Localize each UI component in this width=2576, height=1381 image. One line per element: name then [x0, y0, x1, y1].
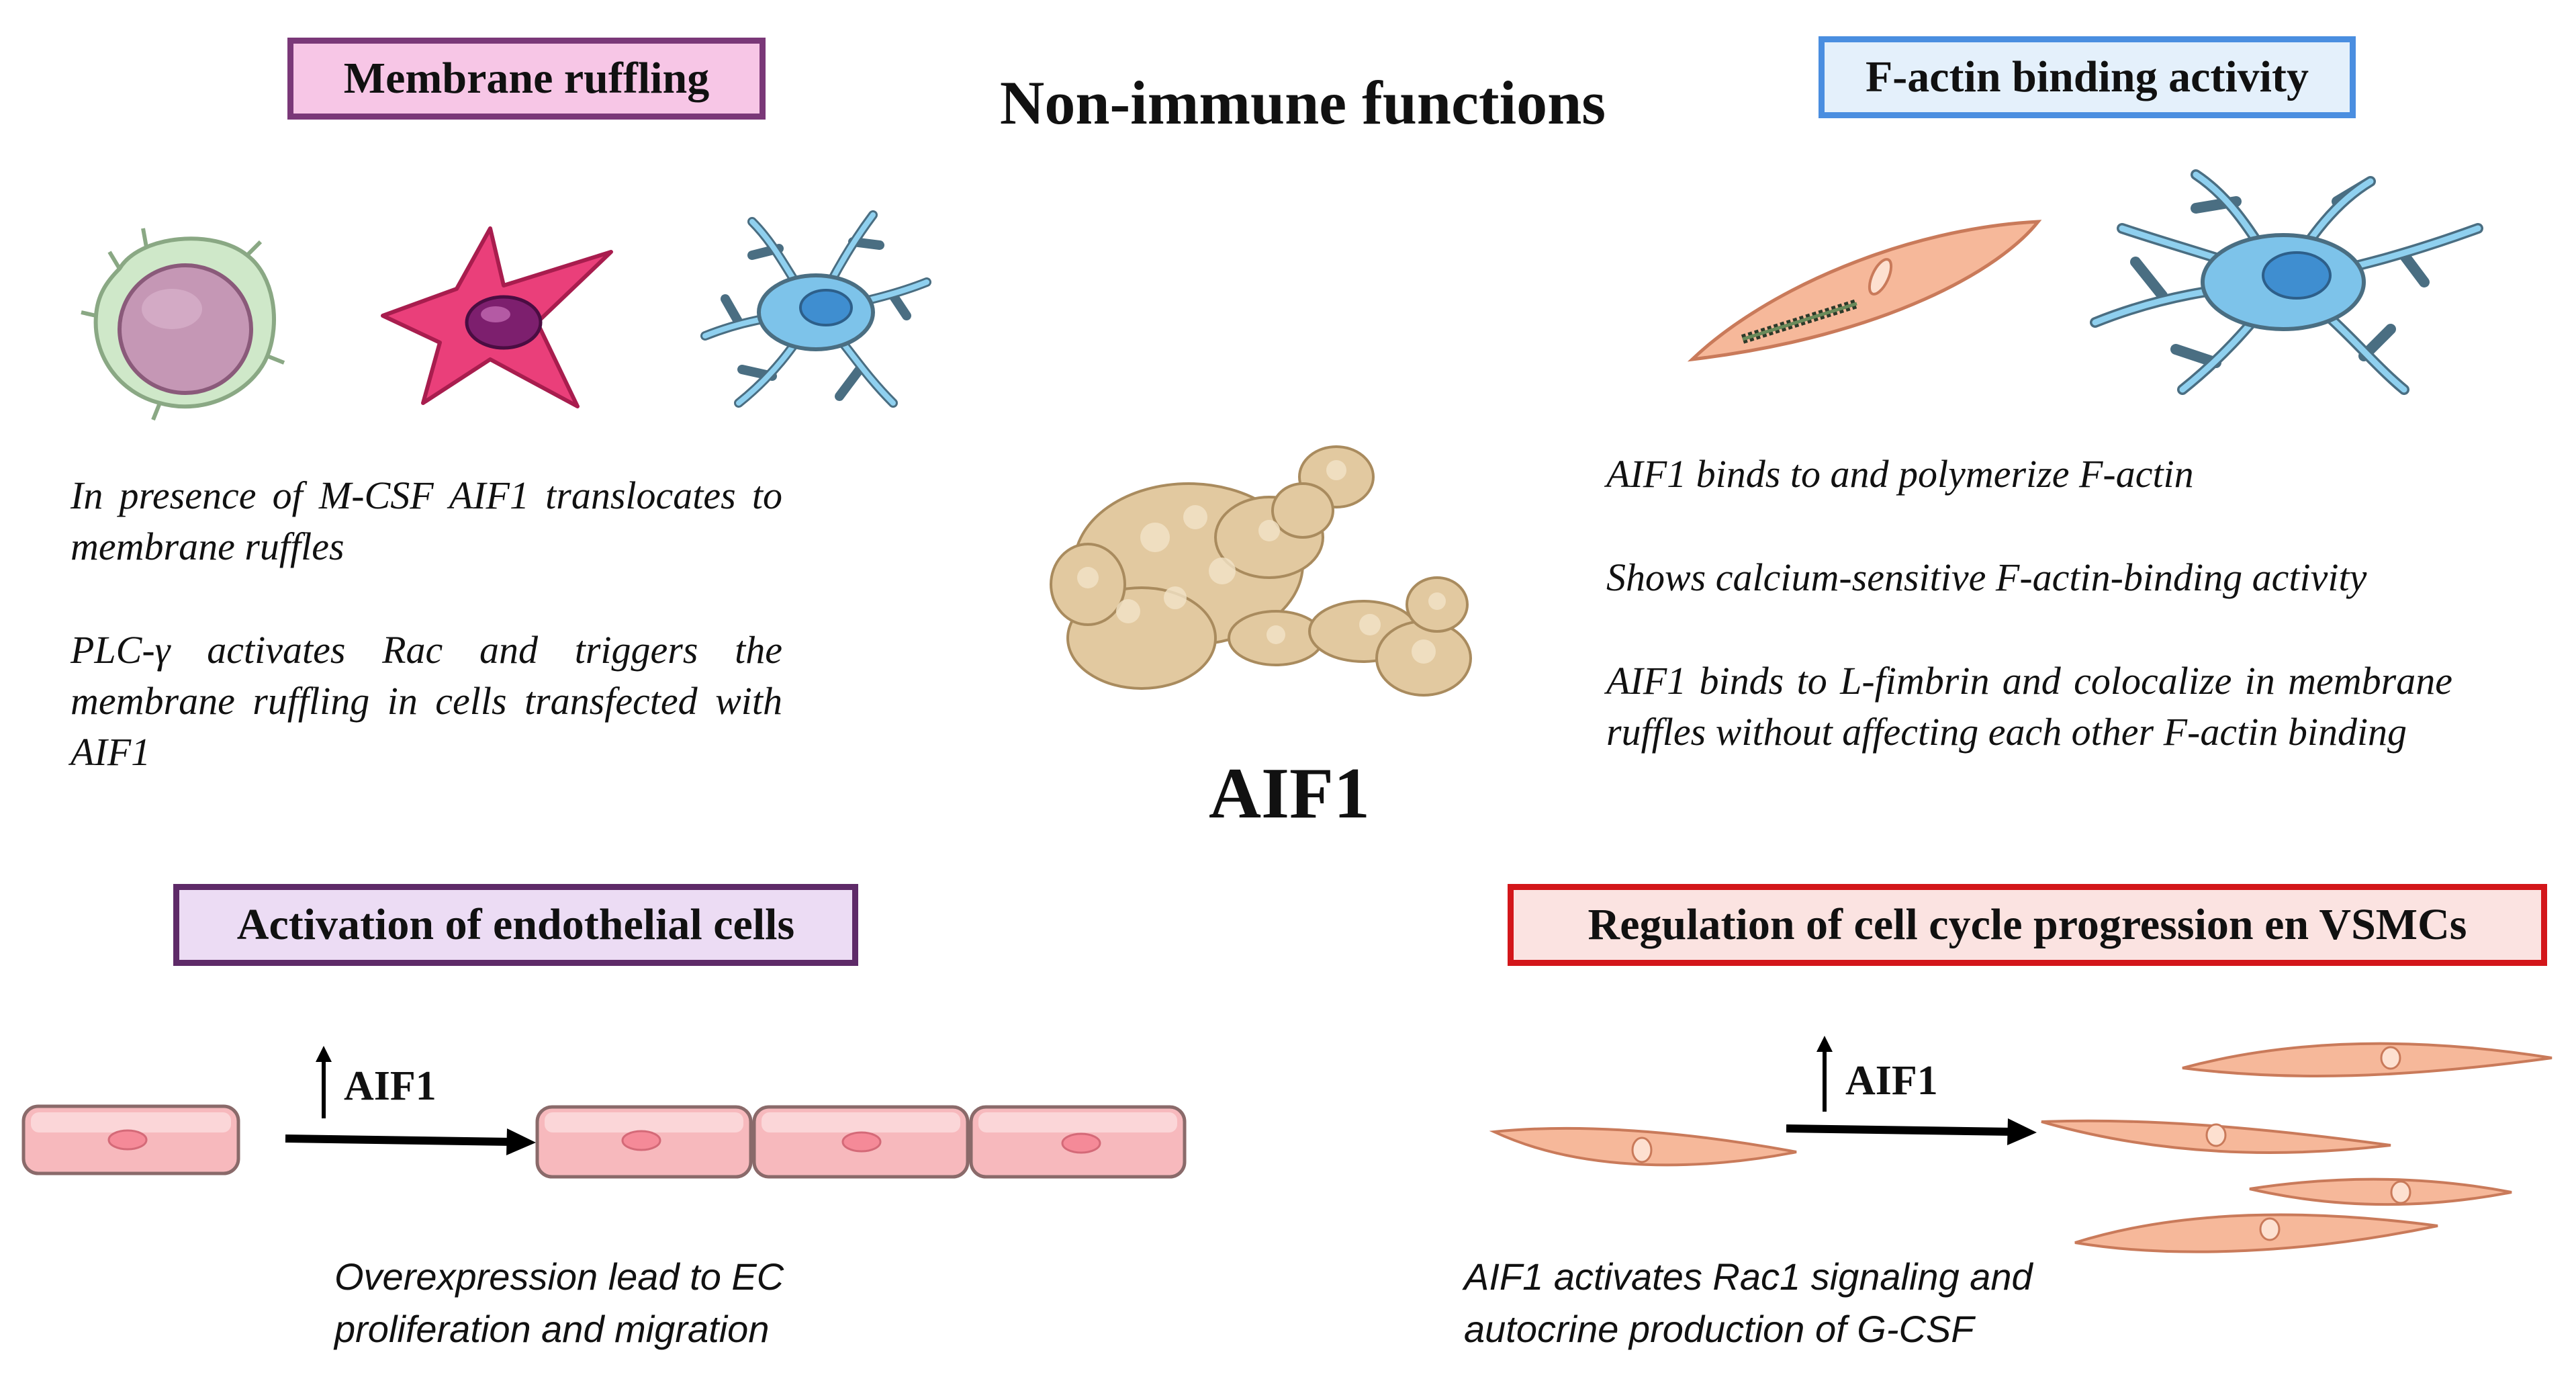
- membrane-ruffling-text-2: PLC-γ activates Rac and triggers the mem…: [71, 628, 782, 774]
- cell-cycle-arrow-icon: [1786, 1036, 2037, 1145]
- vsmc-proliferating-cells-icon: [2041, 1042, 2552, 1253]
- macrophage-cell-icon: [81, 228, 285, 421]
- cell-cycle-arrow-label: AIF1: [1845, 1058, 1938, 1104]
- page-title: Non-immune functions: [999, 69, 1606, 137]
- factin-text-1: AIF1 binds to and polymerize F-actin: [1606, 452, 2194, 496]
- membrane-ruffling-text-1: In presence of M-CSF AIF1 translocates t…: [71, 474, 782, 568]
- endothelial-arrow-icon: [285, 1046, 536, 1155]
- smooth-muscle-cell-icon: [1687, 220, 2042, 362]
- header-endothelial-activation: Activation of endothelial cells: [173, 884, 858, 966]
- endothelial-cells-row-icon: [535, 1105, 1187, 1179]
- endothelial-caption: Overexpression lead to EC proliferation …: [334, 1255, 784, 1350]
- center-aif1-label: AIF1: [1209, 754, 1370, 834]
- factin-text-2: Shows calcium-sensitive F-actin-binding …: [1606, 555, 2367, 599]
- header-membrane-ruffling: Membrane ruffling: [287, 38, 766, 120]
- header-factin-binding: F-actin binding activity: [1819, 36, 2356, 118]
- microglia-cell-icon: [700, 210, 931, 408]
- vsmc-single-cell-icon: [1489, 1126, 1797, 1167]
- factin-text-3: AIF1 binds to L-fimbrin and colocalize i…: [1606, 659, 2452, 754]
- header-cell-cycle: Regulation of cell cycle progression en …: [1508, 884, 2547, 966]
- endothelial-arrow-label: AIF1: [344, 1063, 436, 1109]
- cell-cycle-caption: AIF1 activates Rac1 signaling and autocr…: [1464, 1255, 2033, 1350]
- fibroblast-cell-icon: [381, 226, 613, 408]
- endothelial-cell-single-icon: [21, 1104, 240, 1175]
- aif1-protein-structure-image: [1050, 445, 1472, 697]
- microglia-cell-large-icon: [2090, 169, 2483, 395]
